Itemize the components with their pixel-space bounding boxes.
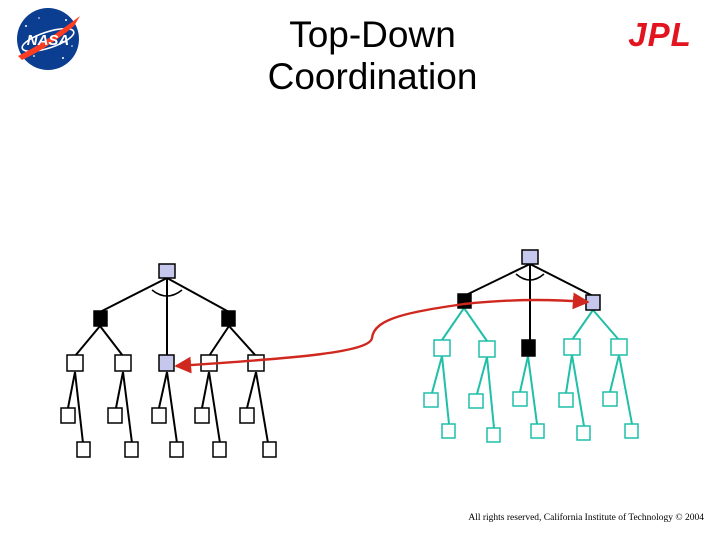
right-mid-node	[433, 339, 451, 357]
left-leaf-node	[107, 407, 123, 424]
right-coordinator-node	[521, 339, 536, 357]
left-leaf-node	[151, 407, 167, 424]
right-mid-node	[563, 338, 581, 356]
left-leaf-node	[239, 407, 255, 424]
right-leaf-node	[558, 392, 574, 408]
right-leaf-node	[624, 423, 639, 439]
left-leaf-node	[76, 441, 91, 458]
left-mid-node	[247, 354, 265, 372]
coordination-arrow	[174, 292, 590, 374]
right-mid-node	[610, 338, 628, 356]
right-leaf-node	[486, 427, 501, 443]
jpl-logo-icon: JPL	[628, 18, 692, 52]
jpl-logo-text: JPL	[628, 18, 692, 52]
right-leaf-node	[423, 392, 439, 408]
right-tree-subtree-edges	[431, 307, 633, 429]
right-leaf-node	[576, 425, 591, 441]
nasa-logo-icon: NASA	[17, 8, 80, 70]
left-leaf-node	[124, 441, 139, 458]
title-line-2: Coordination	[267, 56, 478, 97]
right-leaf-node	[602, 391, 618, 407]
left-coordinator-node	[221, 310, 236, 327]
right-leaf-node	[530, 423, 545, 439]
left-leaf-node	[194, 407, 210, 424]
right-leaf-node	[441, 423, 456, 439]
title-line-1: Top-Down	[289, 14, 456, 55]
right-leaf-node	[512, 391, 528, 407]
slide-title: Top-Down Coordination	[200, 14, 545, 98]
left-leaf-node	[169, 441, 184, 458]
right-leaf-node	[468, 393, 484, 409]
right-source-node	[585, 294, 601, 311]
copyright-footer: All rights reserved, California Institut…	[468, 513, 704, 523]
left-coordinator-node	[93, 310, 108, 327]
left-target-node	[158, 354, 175, 372]
left-root-node	[158, 263, 176, 279]
left-leaf-node	[60, 407, 76, 424]
nasa-logo-text: NASA	[27, 32, 70, 49]
right-mid-node	[478, 340, 496, 358]
left-leaf-node	[212, 441, 227, 458]
right-root-node	[521, 249, 539, 265]
right-tree	[423, 249, 639, 443]
right-coordinator-node	[457, 293, 472, 309]
left-mid-node	[66, 354, 84, 372]
left-mid-node	[114, 354, 132, 372]
left-leaf-node	[262, 441, 277, 458]
